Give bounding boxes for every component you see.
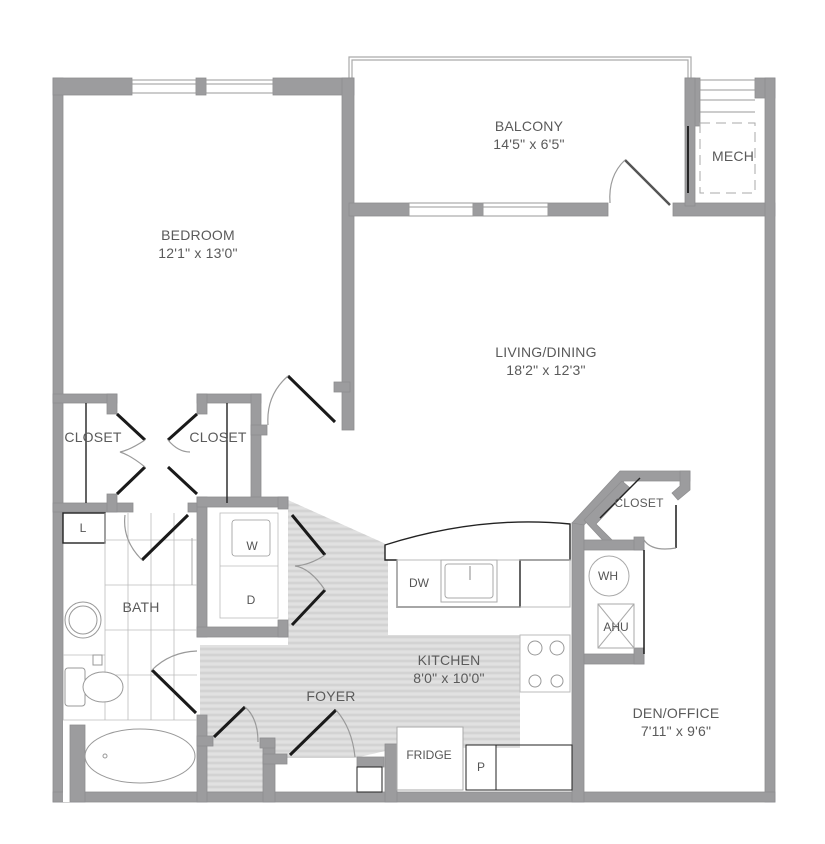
room-label-bath: BATH xyxy=(122,598,159,616)
doors xyxy=(115,126,689,757)
laundry-tile xyxy=(219,512,279,619)
dishwasher-label: DW xyxy=(409,576,429,590)
room-dimensions: 18'2" x 12'3" xyxy=(506,362,586,379)
room-name: BEDROOM xyxy=(161,227,235,243)
air-handler-label: AHU xyxy=(603,620,629,634)
windows xyxy=(131,79,756,217)
room-dimensions: 7'11" x 9'6" xyxy=(640,723,712,740)
room-name: BATH xyxy=(122,599,160,615)
room-label-balcony: BALCONY 14'5" x 6'5" xyxy=(493,117,564,153)
washer-label: W xyxy=(246,539,258,553)
closet-rods xyxy=(62,403,641,544)
room-dimensions: 12'1" x 13'0" xyxy=(158,245,238,262)
closet-label-den: CLOSET xyxy=(614,496,664,510)
balcony-railing xyxy=(348,56,692,78)
room-label-living-dining: LIVING/DINING 18'2" x 12'3" xyxy=(495,343,596,379)
room-label-mech: MECH xyxy=(712,147,754,165)
room-name: FOYER xyxy=(306,688,356,704)
room-dimensions: 8'0" x 10'0" xyxy=(413,670,485,687)
room-name: BALCONY xyxy=(494,118,564,134)
room-label-bedroom: BEDROOM 12'1" x 13'0" xyxy=(158,226,237,262)
room-name: LIVING/DINING xyxy=(495,344,597,360)
room-label-kitchen: KITCHEN 8'0" x 10'0" xyxy=(413,651,484,687)
fridge-label: FRIDGE xyxy=(406,748,452,762)
room-name: KITCHEN xyxy=(417,652,481,668)
closet-label-right: CLOSET xyxy=(189,429,247,445)
room-name: MECH xyxy=(711,148,755,164)
bath-fixtures xyxy=(64,601,196,784)
dryer-label: D xyxy=(246,593,256,607)
linen-label: L xyxy=(79,521,87,535)
walls xyxy=(52,77,776,803)
closet-label-left: CLOSET xyxy=(64,429,122,445)
water-heater-label: WH xyxy=(598,569,618,583)
room-name: DEN/OFFICE xyxy=(632,705,720,721)
room-label-foyer: FOYER xyxy=(306,687,355,705)
mechanical-equipment xyxy=(588,122,756,649)
room-label-den-office: DEN/OFFICE 7'11" x 9'6" xyxy=(633,704,720,740)
pantry-label: P xyxy=(476,760,486,774)
door-swings xyxy=(119,159,677,758)
room-dimensions: 14'5" x 6'5" xyxy=(493,136,565,153)
kitchen-counter xyxy=(356,521,573,793)
